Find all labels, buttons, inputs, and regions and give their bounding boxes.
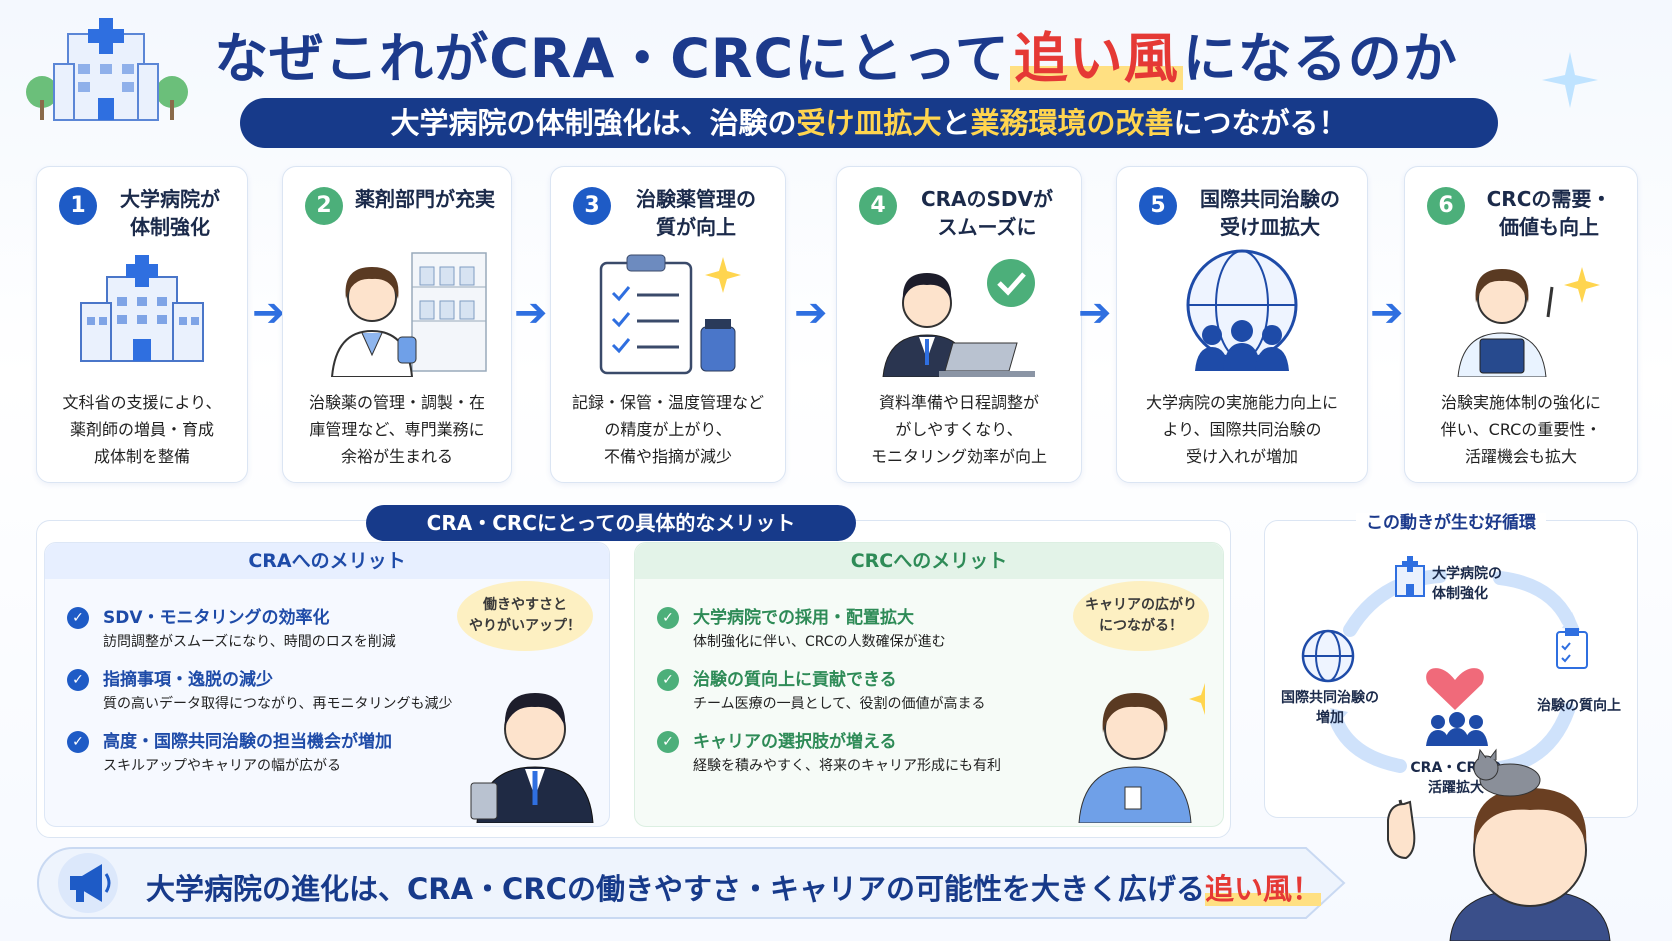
merit-detail: チーム医療の一員として、役割の価値が高まる bbox=[693, 696, 986, 712]
cra-merits-panel: CRAへのメリット ✓ SDV・モニタリングの効率化 訪問調整がスムーズになり、… bbox=[44, 542, 610, 827]
step-title: 国際共同治験の 受け皿拡大 bbox=[1200, 187, 1340, 239]
step-card-6: 6 CRCの需要・ 価値も向上 治験実施体制の強化に 伴い、CRCの重要性・ 活… bbox=[1404, 166, 1638, 483]
subtitle-banner: 大学病院の体制強化は、治験の受け皿拡大と業務環境の改善につながる！ bbox=[240, 98, 1498, 148]
cycle-globe-icon bbox=[1301, 629, 1355, 683]
step-description: 資料準備や日程調整が がしやすくなり、 モニタリング効率が向上 bbox=[870, 393, 1047, 466]
merit-detail: 質の高いデータ取得につながり、再モニタリングも減少 bbox=[103, 696, 453, 712]
step-title: 治験薬管理の 質が向上 bbox=[636, 187, 756, 239]
footer-message: 大学病院の進化は、CRA・CRCの働きやすさ・キャリアの可能性を大きく広げる追い… bbox=[146, 872, 1321, 906]
megaphone-icon bbox=[58, 853, 118, 913]
arrow-right-icon: ➔ bbox=[1078, 290, 1112, 336]
cra-merits-heading: CRAへのメリット bbox=[45, 543, 609, 579]
cycle-node-hospital: 大学病院の 体制強化 bbox=[1432, 566, 1502, 602]
step-title: 薬剤部門が充実 bbox=[355, 187, 495, 211]
merit-heading: 高度・国際共同治験の担当機会が増加 bbox=[103, 732, 392, 752]
step-card-2: 2 薬剤部門が充実 治験薬の管理・調製・在 庫管理など、専門業務に 余裕が生まれ… bbox=[282, 166, 512, 483]
merit-detail: 経験を積みやすく、将来のキャリア形成にも有利 bbox=[693, 758, 1001, 774]
merit-detail: 訪問調整がスムーズになり、時間のロスを削減 bbox=[103, 634, 396, 650]
merit-heading: 指摘事項・逸脱の減少 bbox=[103, 670, 273, 690]
merits-title: CRA・CRCにとっての具体的なメリット bbox=[366, 505, 856, 541]
step-number: 2 bbox=[305, 187, 343, 225]
sparkle-icon bbox=[1542, 52, 1598, 108]
step-card-4: 4 CRAのSDVが スムーズに 資料準備や日程調整が がしやすくなり、 モニタ… bbox=[836, 166, 1082, 483]
cycle-hospital-icon bbox=[1395, 556, 1425, 597]
hospital-icon bbox=[80, 255, 204, 362]
pharmacist-icon bbox=[330, 252, 487, 377]
cycle-node-quality: 治験の質向上 bbox=[1537, 698, 1621, 714]
cycle-title: この動きが生む好循環 bbox=[1264, 508, 1638, 533]
cycle-node-global: 国際共同治験の 増加 bbox=[1281, 690, 1379, 726]
speech-bubble: キャリアの広がり につながる！ bbox=[1073, 581, 1209, 651]
step-description: 治験実施体制の強化に 伴い、CRCの重要性・ 活躍機会も拡大 bbox=[1440, 393, 1602, 466]
page-title: なぜこれがCRA・CRCにとって追い風になるのか bbox=[214, 27, 1458, 90]
businessman-icon bbox=[470, 693, 594, 823]
merit-heading: 大学病院での採用・配置拡大 bbox=[693, 608, 914, 628]
step-card-5: 5 国際共同治験の 受け皿拡大 大学病院の実施能力向上に より、国際共同治験の … bbox=[1116, 166, 1368, 483]
step-title: CRCの需要・ 価値も向上 bbox=[1486, 187, 1612, 239]
globe-people-icon bbox=[1186, 249, 1298, 371]
step-number: 1 bbox=[59, 187, 97, 225]
merit-heading: キャリアの選択肢が増える bbox=[693, 732, 897, 752]
arrow-right-icon: ➔ bbox=[252, 290, 286, 336]
speech-bubble: 働きやすさと やりがいアップ！ bbox=[457, 581, 593, 651]
check-icon: ✓ bbox=[67, 669, 89, 691]
check-icon: ✓ bbox=[67, 731, 89, 753]
check-icon: ✓ bbox=[67, 607, 89, 629]
crc-worker-icon bbox=[1457, 267, 1600, 377]
step-number: 5 bbox=[1139, 187, 1177, 225]
check-icon: ✓ bbox=[657, 607, 679, 629]
step-title: CRAのSDVが スムーズに bbox=[920, 187, 1054, 239]
crc-merits-panel: CRCへのメリット ✓ 大学病院での採用・配置拡大 体制強化に伴い、CRCの人数… bbox=[634, 542, 1224, 827]
step-number: 4 bbox=[859, 187, 897, 225]
crc-nurse-icon bbox=[1078, 683, 1205, 823]
merit-heading: 治験の質向上に貢献できる bbox=[693, 670, 897, 690]
step-number: 6 bbox=[1427, 187, 1465, 225]
arrow-right-icon: ➔ bbox=[794, 290, 828, 336]
merit-detail: 体制強化に伴い、CRCの人数確保が進む bbox=[693, 634, 946, 650]
step-description: 文科省の支援により、 薬剤師の増員・育成 成体制を整備 bbox=[62, 393, 222, 466]
check-icon: ✓ bbox=[657, 669, 679, 691]
footer-banner bbox=[37, 847, 1346, 919]
crc-merits-heading: CRCへのメリット bbox=[635, 543, 1223, 579]
step-description: 治験薬の管理・調製・在 庫管理など、専門業務に 余裕が生まれる bbox=[308, 393, 485, 466]
step-number: 3 bbox=[573, 187, 611, 225]
step-description: 記録・保管・温度管理など の精度が上がり、 不備や指摘が減少 bbox=[571, 393, 764, 466]
merit-detail: スキルアップやキャリアの幅が広がる bbox=[103, 758, 341, 774]
step-title: 大学病院が 体制強化 bbox=[120, 187, 220, 239]
step-description: 大学病院の実施能力向上に より、国際共同治験の 受け入れが増加 bbox=[1145, 393, 1338, 466]
cycle-people-icon bbox=[1426, 712, 1488, 746]
clipboard-icon bbox=[599, 254, 741, 375]
arrow-right-icon: ➔ bbox=[1370, 290, 1404, 336]
step-card-3: 3 治験薬管理の 質が向上 記録・保管・温度管理など の精度が上がり、 不備や指… bbox=[550, 166, 786, 483]
boy-with-cat-illustration bbox=[1387, 748, 1611, 941]
check-icon: ✓ bbox=[657, 731, 679, 753]
merit-heading: SDV・モニタリングの効率化 bbox=[103, 608, 330, 628]
arrow-right-icon: ➔ bbox=[514, 290, 548, 336]
hospital-illustration bbox=[26, 18, 188, 121]
step-card-1: 1 大学病院が 体制強化 文科省の支援により、 薬剤師の増員・育成 成体制を整備 bbox=[36, 166, 248, 483]
cycle-clipboard-icon bbox=[1556, 628, 1588, 669]
laptop-worker-icon bbox=[882, 259, 1035, 377]
